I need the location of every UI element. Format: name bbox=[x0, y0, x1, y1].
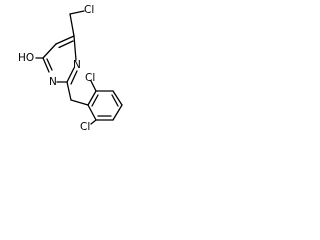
bond-group bbox=[35, 10, 123, 125]
bond-ch2-cl bbox=[69, 10, 85, 15]
bond-ar3-ar4 bbox=[112, 90, 123, 106]
atom-label-cl-ring-bottom: Cl bbox=[80, 121, 90, 132]
bond-c5-c6 bbox=[55, 35, 75, 45]
bond-n1-c6 bbox=[73, 35, 77, 61]
atom-labels: Cl HO N N Cl Cl bbox=[18, 4, 95, 132]
bond-ar1-ar2-double bbox=[91, 94, 99, 107]
bond-ar6-ar1 bbox=[87, 104, 97, 121]
bond-c4-n3 bbox=[42, 57, 50, 73]
bond-ar1-ar2 bbox=[87, 90, 97, 106]
atom-label-ho: HO bbox=[18, 52, 34, 64]
structure-diagram: Cl HO N N Cl Cl bbox=[18, 4, 123, 132]
bond-c6-ch2 bbox=[69, 13, 75, 37]
atom-label-cl-ring-top: Cl bbox=[85, 72, 95, 84]
bond-c2-n1-double bbox=[70, 70, 78, 85]
bond-ar6-cl bbox=[90, 119, 97, 125]
bond-c4-c5 bbox=[42, 43, 57, 59]
bond-c4-n3-double bbox=[46, 58, 53, 71]
bond-c2-n1 bbox=[66, 67, 75, 83]
bond-c2-ch2 bbox=[66, 81, 72, 101]
atom-label-n-ring-left: N bbox=[49, 76, 57, 88]
bond-c5-c6-double bbox=[58, 40, 74, 49]
atom-label-cl-chloromethyl: Cl bbox=[84, 4, 94, 16]
bond-ar2-cl bbox=[90, 80, 97, 92]
atom-label-n-ring-right: N bbox=[73, 59, 81, 71]
bond-ch2-ring bbox=[70, 99, 89, 106]
bond-ar4-ar5 bbox=[112, 104, 123, 121]
bond-ar3-ar4-double bbox=[111, 94, 119, 107]
